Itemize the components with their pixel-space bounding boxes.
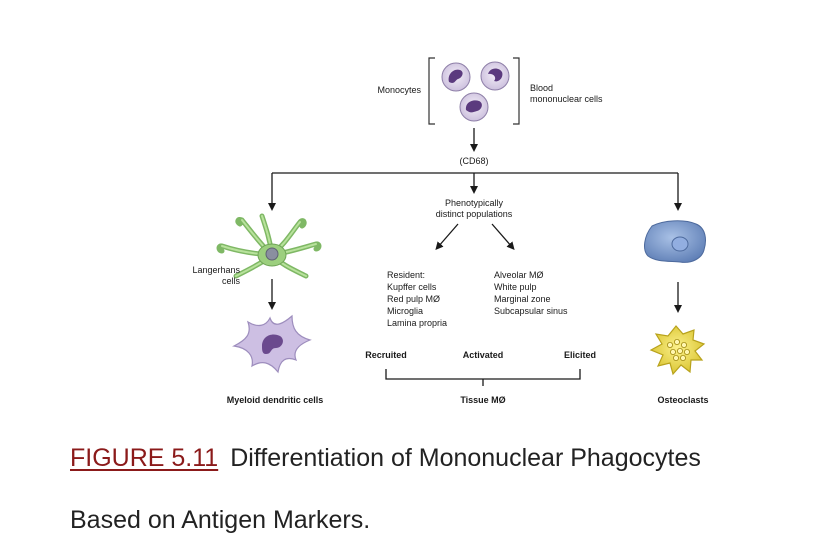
alveolar-item: White pulp [494,282,537,292]
osteoclasts-label: Osteoclasts [657,395,708,405]
tissue-brace [385,369,581,386]
arrow-to-resident [435,223,459,251]
macrophage-cell [644,220,706,263]
recruited-label: Recruited [365,350,407,360]
blood-label-line1: Blood [530,83,553,93]
cd68-marker: (CD68) [459,156,488,166]
resident-item: Resident: [387,270,425,280]
langerhans-label-line1: Langerhans [192,265,240,275]
monocyte-cell [459,92,489,122]
phenotypic-line1: Phenotypically [445,198,504,208]
langerhans-cell [216,213,322,279]
figure-caption-line2: Based on Antigen Markers. [70,506,371,534]
tissue-mo-label: Tissue MØ [460,395,505,405]
resident-item: Microglia [387,306,423,316]
osteoclast-cell [649,325,706,376]
alveolar-item: Marginal zone [494,294,551,304]
monocyte-cell [441,62,471,92]
figure-title: Differentiation of Mononuclear Phagocyte… [230,444,701,472]
arrow-to-alveolar [491,223,515,251]
monocytes-group: Monocytes Blood mononuclear cells [377,57,603,125]
branch-lines [268,172,682,211]
alveolar-list: Alveolar MØ White pulp Marginal zone Sub… [494,270,568,316]
bracket-right [513,57,520,125]
myeloid-label: Myeloid dendritic cells [227,395,324,405]
langerhans-label-line2: cells [222,276,241,286]
blood-label-line2: mononuclear cells [530,94,603,104]
dendritic-cell [232,314,312,374]
resident-item: Kupffer cells [387,282,437,292]
monocytes-label: Monocytes [377,85,421,95]
elicited-label: Elicited [564,350,596,360]
differentiation-diagram: Monocytes Blood mononuclear cells (CD68)… [192,57,709,405]
resident-item: Red pulp MØ [387,294,440,304]
activated-label: Activated [463,350,504,360]
phenotypic-line2: distinct populations [436,209,513,219]
monocyte-cell [480,61,510,91]
alveolar-item: Subcapsular sinus [494,306,568,316]
figure-number: FIGURE 5.11 [70,444,219,472]
alveolar-item: Alveolar MØ [494,270,544,280]
resident-item: Lamina propria [387,318,447,328]
resident-list: Resident: Kupffer cells Red pulp MØ Micr… [387,270,447,328]
figure-caption-line1: FIGURE 5.11 Differentiation of Mononuclea… [70,444,701,473]
bracket-left [428,57,435,125]
